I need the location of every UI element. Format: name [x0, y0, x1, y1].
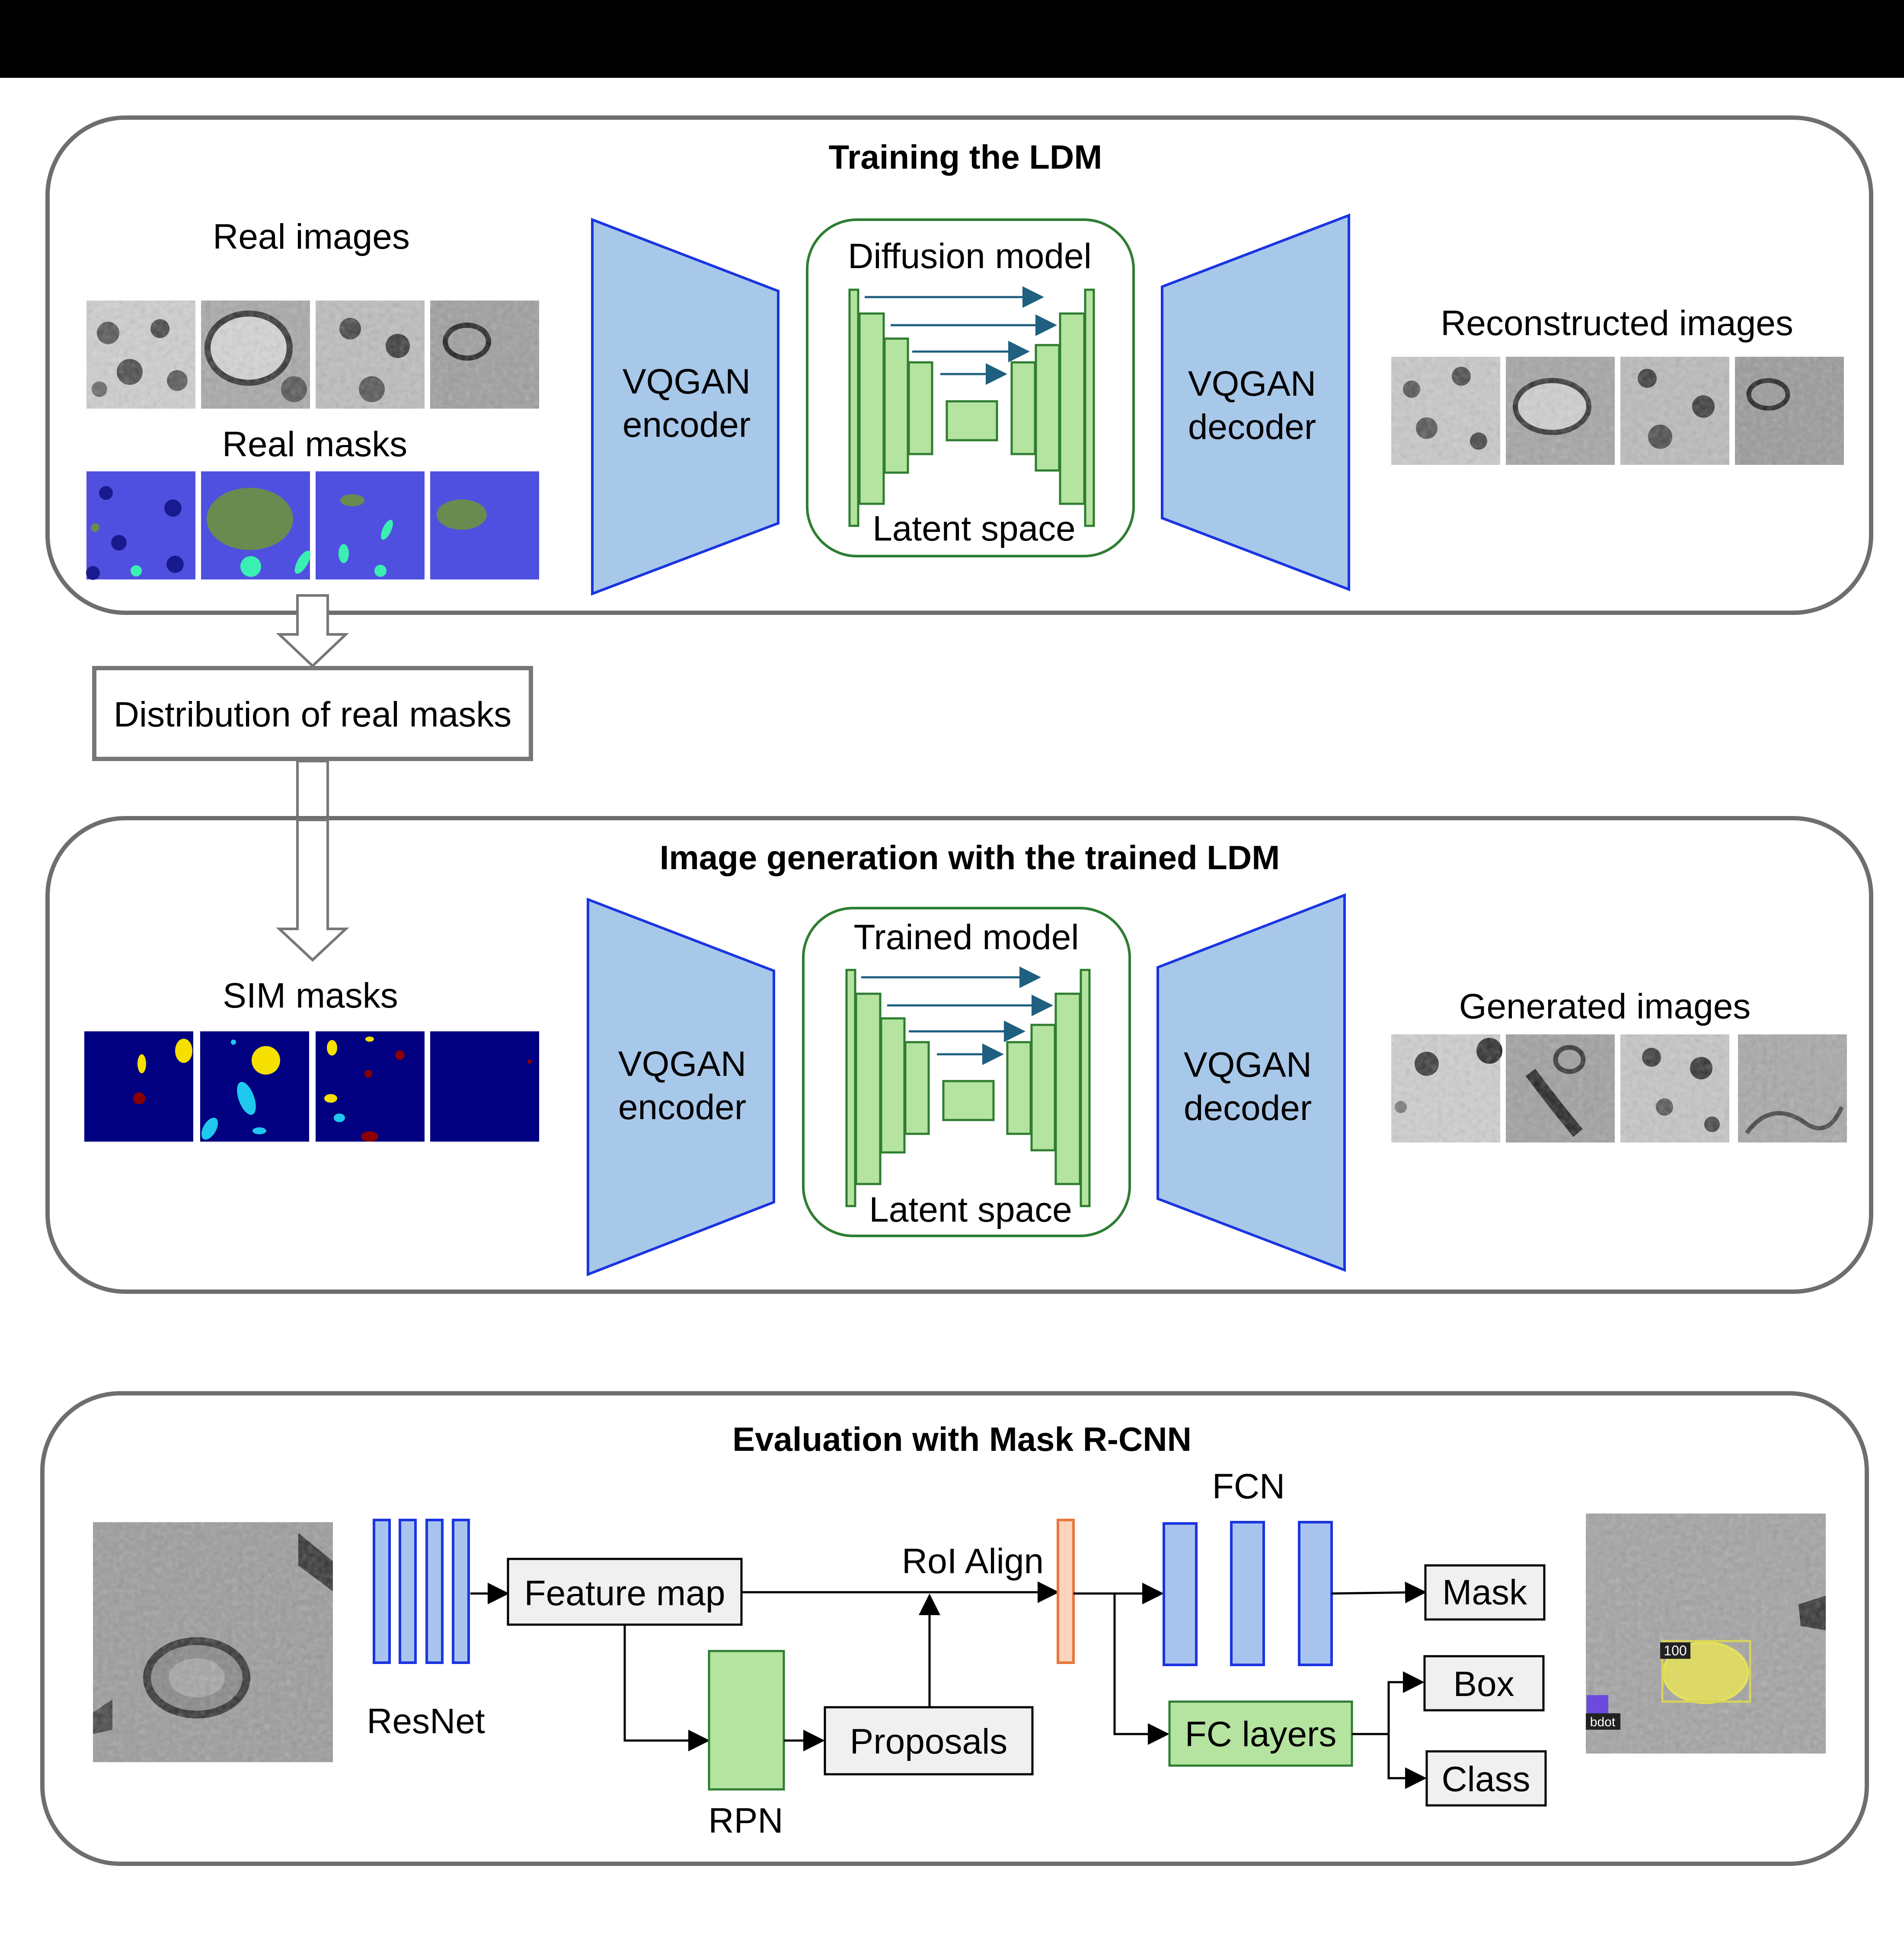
proposals-label: Proposals — [850, 1722, 1008, 1761]
reconstructed-image-tile — [1391, 357, 1500, 465]
real-masks-label: Real masks — [222, 425, 407, 464]
reconstructed-image-tile — [1735, 357, 1844, 465]
real-mask-tile — [201, 471, 311, 579]
roi-align-label: RoI Align — [902, 1542, 1044, 1581]
generated-image-tiles — [1391, 1034, 1847, 1142]
fc-layers-label: FC layers — [1185, 1715, 1337, 1754]
training-unet — [848, 286, 1095, 527]
training-encoder-label-line2: encoder — [623, 405, 751, 445]
training-decoder-label-line1: VQGAN — [1188, 364, 1316, 403]
training-decoder-label-line2: decoder — [1188, 407, 1316, 447]
generated-image-tile — [1506, 1034, 1615, 1142]
training-latent-label: Latent space — [872, 509, 1076, 548]
training-panel: Training the LDM Real images — [45, 115, 1873, 615]
rpn-label: RPN — [708, 1801, 783, 1840]
generation-panel: Image generation with the trained LDM SI… — [45, 816, 1873, 1294]
generation-latent-label: Latent space — [869, 1190, 1072, 1229]
training-encoder-label-line1: VQGAN — [623, 362, 751, 401]
sim-mask-tiles — [84, 1031, 539, 1142]
evaluation-panel-frame — [40, 1391, 1869, 1866]
generation-encoder-shape — [587, 897, 775, 1277]
evaluation-output-image: 100 bdot — [1586, 1514, 1826, 1754]
distribution-label: Distribution of real masks — [114, 695, 512, 734]
training-decoder-shape — [1161, 213, 1350, 592]
top-bar — [0, 0, 1904, 78]
real-image-tile — [201, 301, 310, 409]
real-mask-tile — [430, 471, 539, 579]
roi-align-bar — [1057, 1519, 1075, 1664]
real-image-tile — [316, 301, 425, 409]
reconstructed-images-label: Reconstructed images — [1441, 304, 1793, 343]
box-output-box — [1423, 1655, 1545, 1712]
resnet-block — [373, 1519, 470, 1664]
hollow-arrow-1 — [276, 594, 349, 668]
distribution-box — [92, 666, 533, 761]
generation-decoder-label-line2: decoder — [1184, 1088, 1312, 1128]
generation-encoder-label-line1: VQGAN — [618, 1044, 746, 1084]
trained-model-label: Trained model — [853, 918, 1079, 957]
sim-mask-tile — [316, 1031, 425, 1142]
proposals-box — [824, 1706, 1034, 1776]
real-image-tile — [86, 301, 195, 409]
diffusion-model-label: Diffusion model — [848, 237, 1092, 276]
fcn-label: FCN — [1212, 1467, 1285, 1506]
detection-score: 100 — [1664, 1643, 1687, 1658]
generation-title: Image generation with the trained LDM — [660, 838, 1280, 877]
generated-image-tile — [1391, 1034, 1502, 1142]
evaluation-panel: Evaluation with Mask R-CNN ResNet Featur… — [40, 1391, 1869, 1866]
training-encoder-shape — [591, 218, 779, 596]
sim-mask-tile — [84, 1031, 193, 1142]
generation-decoder-shape — [1156, 893, 1346, 1272]
fcn-block — [1163, 1521, 1333, 1666]
sim-masks-label: SIM masks — [223, 976, 398, 1015]
real-image-tiles — [86, 301, 539, 409]
class-output-label: Class — [1441, 1760, 1530, 1799]
hollow-arrow-2-tip — [276, 819, 349, 962]
generation-decoder-label-line1: VQGAN — [1184, 1045, 1312, 1085]
class-output-box — [1425, 1750, 1547, 1807]
real-image-tile — [430, 301, 539, 409]
generation-unet — [845, 966, 1091, 1207]
generation-encoder-label-line2: encoder — [618, 1088, 746, 1127]
real-images-label: Real images — [213, 217, 410, 256]
evaluation-input-image — [93, 1522, 333, 1762]
mask-output-label: Mask — [1442, 1573, 1527, 1612]
generated-image-tile — [1738, 1034, 1847, 1142]
sim-mask-tile — [200, 1031, 309, 1142]
real-mask-tiles — [86, 471, 539, 580]
detection-class: bdot — [1590, 1715, 1616, 1729]
trained-model-box — [802, 907, 1131, 1237]
reconstructed-image-tile — [1506, 357, 1615, 465]
rpn-box — [708, 1650, 785, 1791]
evaluation-title: Evaluation with Mask R-CNN — [732, 1420, 1192, 1458]
feature-map-box — [507, 1558, 743, 1626]
real-mask-tile — [316, 471, 425, 579]
training-title: Training the LDM — [829, 138, 1102, 176]
resnet-label: ResNet — [367, 1702, 485, 1741]
reconstructed-image-tile — [1620, 357, 1729, 465]
generated-images-label: Generated images — [1459, 987, 1751, 1026]
feature-map-label: Feature map — [524, 1574, 725, 1613]
real-mask-tile — [86, 471, 195, 580]
generated-image-tile — [1620, 1034, 1729, 1142]
box-output-label: Box — [1453, 1664, 1514, 1704]
mask-output-box — [1424, 1564, 1546, 1621]
sim-mask-tile — [430, 1031, 539, 1142]
reconstructed-image-tiles — [1391, 357, 1844, 465]
